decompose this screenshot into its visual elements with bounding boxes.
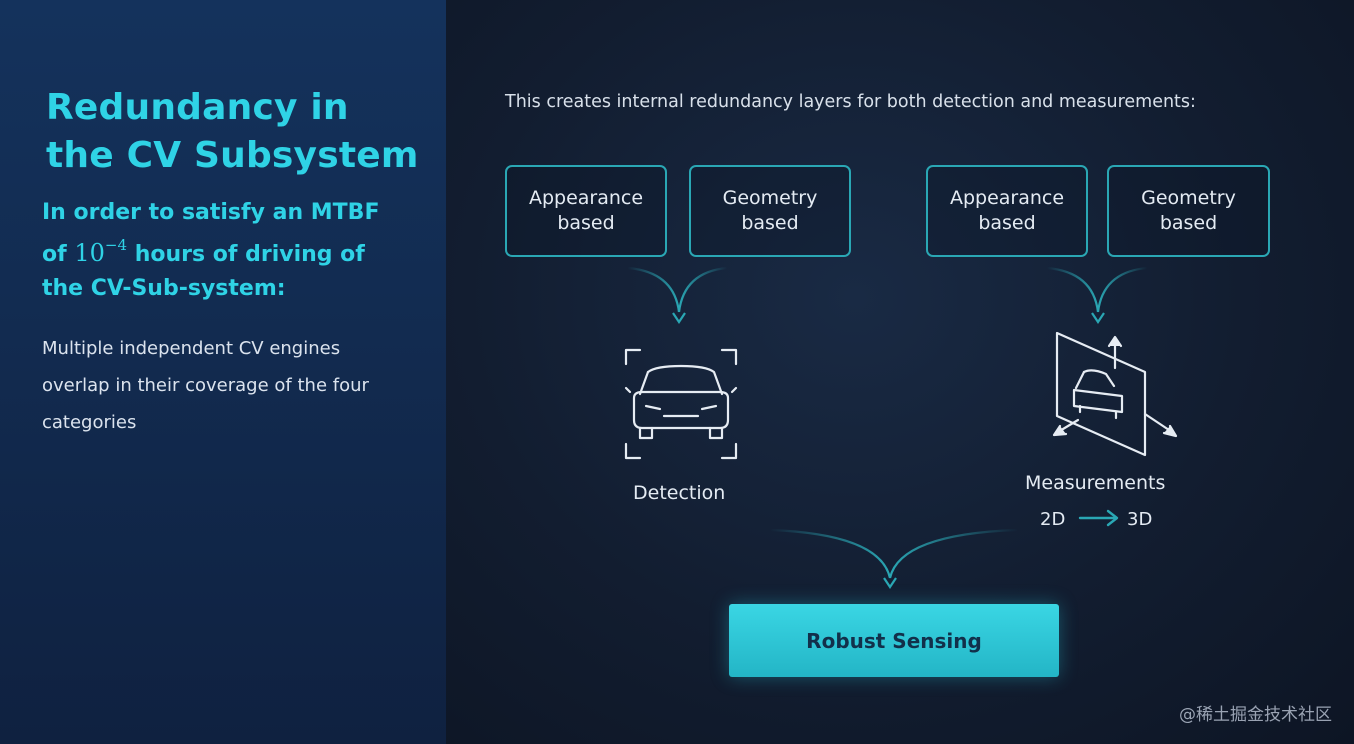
merge-arrow-detection <box>627 266 728 324</box>
car-detection-icon <box>624 348 738 460</box>
body-text: Multiple independent CV engines overlap … <box>42 338 369 433</box>
subtitle-suffix: hours of driving of <box>134 242 365 267</box>
mtbf-exponent: −4 <box>104 236 128 254</box>
geometry-based-box-detection: Geometry based <box>689 165 851 257</box>
intro-text: This creates internal redundancy layers … <box>505 92 1196 112</box>
appearance-based-box-measurement: Appearance based <box>926 165 1088 257</box>
appearance-based-box-detection: Appearance based <box>505 165 667 257</box>
subtitle-prefix: of <box>42 242 67 267</box>
watermark: @稀土掘金技术社区 <box>1179 705 1332 725</box>
mtbf-base: 10 <box>74 239 105 267</box>
geometry-based-box-measurement: Geometry based <box>1107 165 1270 257</box>
label-2d: 2D <box>1040 509 1066 530</box>
merge-arrow-measurement <box>1046 266 1148 324</box>
merge-arrow-robust-sensing <box>769 528 1019 589</box>
robust-sensing-box: Robust Sensing <box>729 604 1059 677</box>
mtbf-value: 10−4 <box>74 236 128 267</box>
label-3d: 3D <box>1127 509 1153 530</box>
arrow-right-icon <box>1078 509 1119 527</box>
left-panel <box>0 0 446 744</box>
subtitle-line-2: of 10−4 hours of driving of <box>42 230 412 272</box>
subtitle: In order to satisfy an MTBF of 10−4 hour… <box>42 196 412 306</box>
measurements-label: Measurements <box>1025 472 1166 494</box>
subtitle-line-1: In order to satisfy an MTBF <box>42 200 380 225</box>
subtitle-line-3: the CV-Sub-system: <box>42 276 286 301</box>
detection-label: Detection <box>633 482 726 504</box>
3d-measurement-icon <box>1052 331 1178 457</box>
slide-title: Redundancy in the CV Subsystem <box>46 87 419 176</box>
